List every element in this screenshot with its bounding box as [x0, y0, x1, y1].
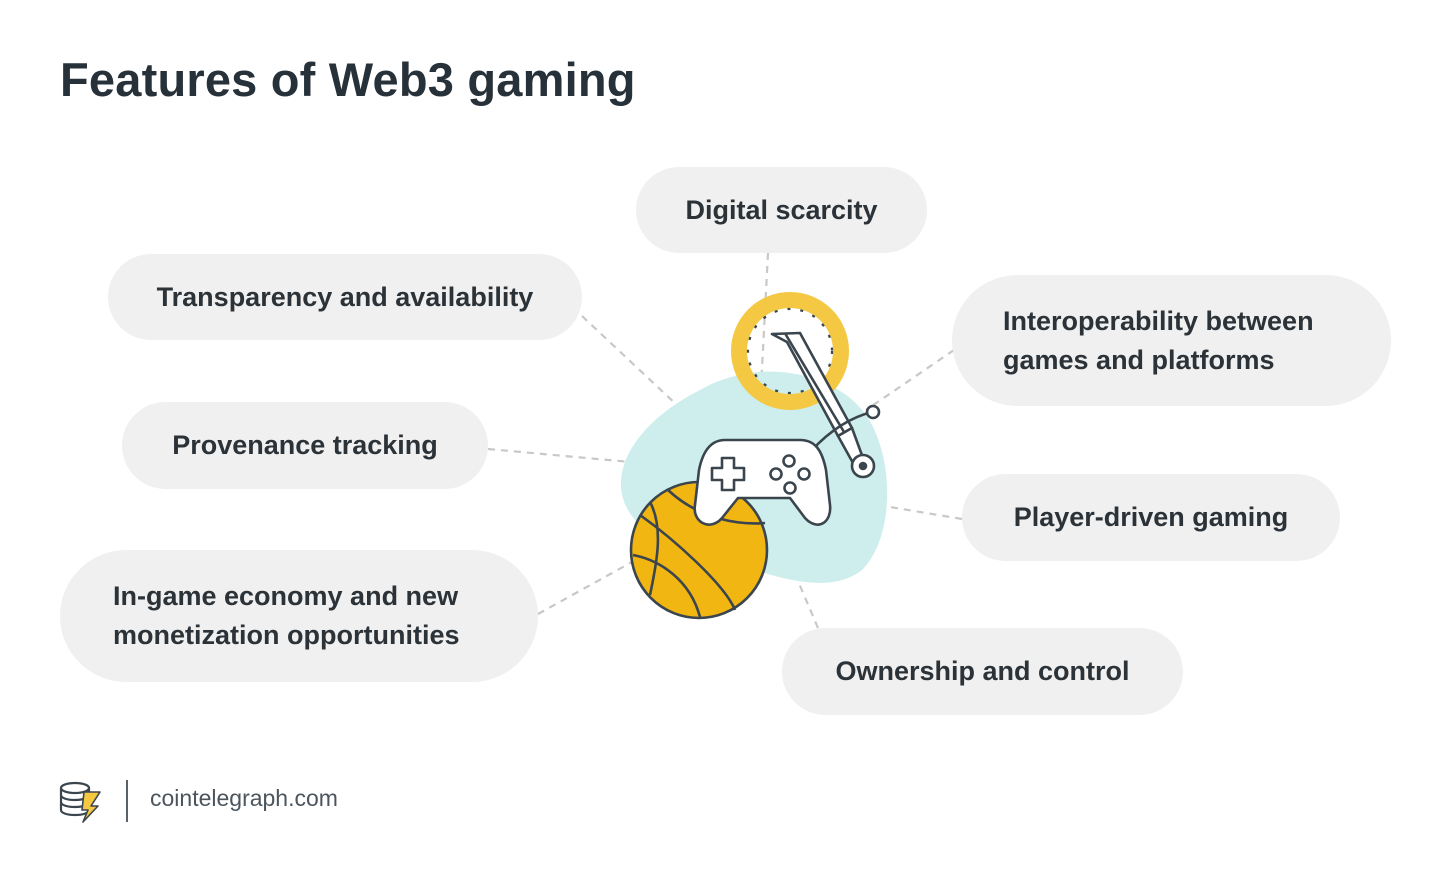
- feature-digital-scarcity: Digital scarcity: [636, 167, 927, 253]
- feature-label: Provenance tracking: [172, 430, 438, 460]
- feature-label: Ownership and control: [835, 656, 1130, 686]
- gamepad-icon: [693, 438, 832, 526]
- footer-site-name: cointelegraph.com: [150, 785, 338, 811]
- connector-interoperability: [865, 349, 955, 411]
- connector-in-game-economy: [537, 561, 633, 615]
- feature-ownership: Ownership and control: [782, 628, 1183, 715]
- feature-label-line-2: monetization opportunities: [113, 620, 460, 650]
- feature-label: Transparency and availability: [156, 281, 534, 312]
- footer-divider: [126, 780, 128, 822]
- sword-icon: [770, 331, 881, 479]
- cointelegraph-logo-icon: [59, 781, 101, 823]
- feature-player-driven: Player-driven gaming: [962, 474, 1340, 561]
- connector-player-driven: [823, 494, 963, 521]
- page-title: Features of Web3 gaming: [60, 53, 636, 106]
- coin-icon: [731, 292, 849, 410]
- feature-label: Digital scarcity: [685, 194, 878, 225]
- feature-provenance: Provenance tracking: [122, 402, 488, 489]
- feature-in-game-economy: In-game economy and new monetization opp…: [60, 550, 538, 682]
- feature-label-line-1: In-game economy and new: [113, 581, 459, 611]
- feature-label-line-2: games and platforms: [1003, 344, 1275, 375]
- feature-label: Player-driven gaming: [1013, 502, 1289, 532]
- feature-label-line-1: Interoperability between: [1003, 305, 1314, 336]
- feature-interoperability: Interoperability between games and platf…: [952, 275, 1391, 406]
- feature-transparency: Transparency and availability: [108, 254, 582, 340]
